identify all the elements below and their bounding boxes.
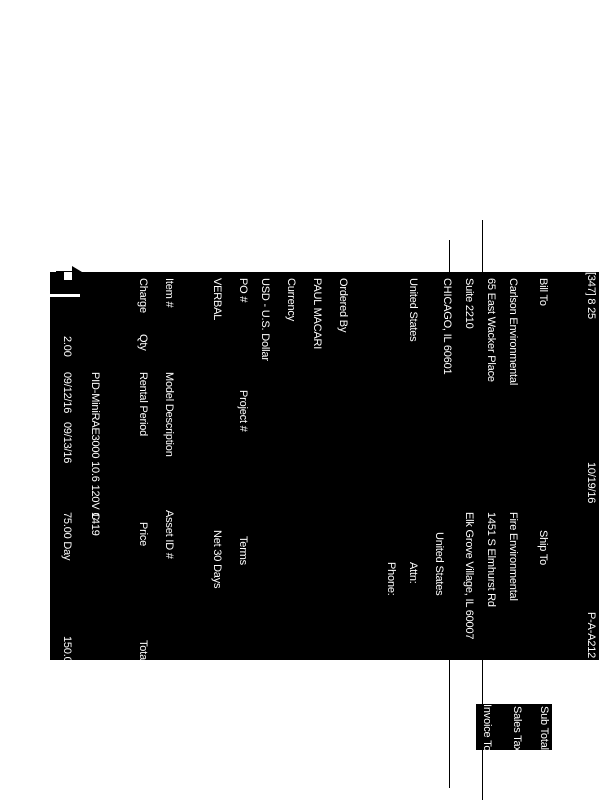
invoice-total-label: Invoice Total bbox=[481, 704, 493, 763]
po-label: PO # bbox=[237, 278, 249, 303]
row-qty: 2.00 bbox=[61, 336, 73, 357]
page-partial: P-A-A212 bbox=[585, 612, 597, 659]
currency-value: USD - U.S. Dollar bbox=[259, 278, 271, 361]
terms-value: Net 30 Days bbox=[211, 530, 223, 589]
ship-to-line-4: United States bbox=[433, 532, 445, 596]
ship-to-line-3: Elk Grove Village, IL 60007 bbox=[463, 512, 475, 640]
header-item: Item # bbox=[163, 278, 175, 308]
header-asset-id: Asset ID # bbox=[163, 510, 175, 559]
ordered-by-label: Ordered By bbox=[337, 278, 349, 333]
invoice-number-partial: [347] 8 25 bbox=[585, 272, 597, 319]
ordered-by-value: PAUL MACARI bbox=[311, 278, 323, 350]
header-qty: Qty bbox=[137, 334, 149, 351]
bill-to-line-2: 65 East Wacker Place bbox=[485, 278, 497, 382]
ship-to-line-1: Fire Environmental bbox=[507, 512, 519, 601]
row-description: PID-MiniRAE3000 10.6 120V C bbox=[89, 372, 101, 521]
project-label: Project # bbox=[237, 390, 249, 432]
ship-to-line-2: 1451 S Elmhurst Rd bbox=[485, 512, 497, 607]
header-charge: Charge bbox=[137, 278, 149, 313]
invoice-block bbox=[50, 272, 599, 660]
bill-to-heading: Bill To bbox=[537, 278, 549, 306]
sales-tax-label: Sales Tax bbox=[511, 706, 523, 752]
ship-to-attn-label: Attn: bbox=[407, 562, 419, 584]
header-price: Price bbox=[137, 522, 149, 547]
currency-label: Currency bbox=[285, 278, 297, 322]
header-total: Total bbox=[137, 640, 149, 663]
subtotal-label: Sub Total bbox=[538, 706, 550, 750]
row-total: 150.00 bbox=[61, 636, 73, 669]
header-model-description: Model Description bbox=[163, 372, 175, 457]
row-rental-end: 09/13/16 bbox=[61, 422, 73, 464]
terms-label: Terms bbox=[237, 536, 249, 565]
bill-to-line-5: United States bbox=[407, 278, 419, 342]
bill-to-line-4: CHICAGO, IL 60601 bbox=[441, 278, 453, 375]
bill-to-line-1: Carlson Environmental bbox=[507, 278, 519, 386]
invoice-date: 10/19/16 bbox=[585, 462, 597, 504]
totals-block bbox=[476, 704, 552, 750]
corner-notch bbox=[64, 272, 72, 280]
row-rental-start: 09/12/16 bbox=[61, 372, 73, 414]
row-asset-id: 1419 bbox=[89, 512, 101, 536]
ship-to-heading: Ship To bbox=[537, 530, 549, 566]
edge-notch bbox=[50, 294, 80, 297]
row-price: 75.00 Day bbox=[61, 512, 73, 561]
bill-to-line-3: Suite 2210 bbox=[463, 278, 475, 329]
header-rental-period: Rental Period bbox=[137, 372, 149, 437]
ship-to-phone-label: Phone: bbox=[385, 562, 397, 596]
po-value: VERBAL bbox=[211, 278, 223, 321]
